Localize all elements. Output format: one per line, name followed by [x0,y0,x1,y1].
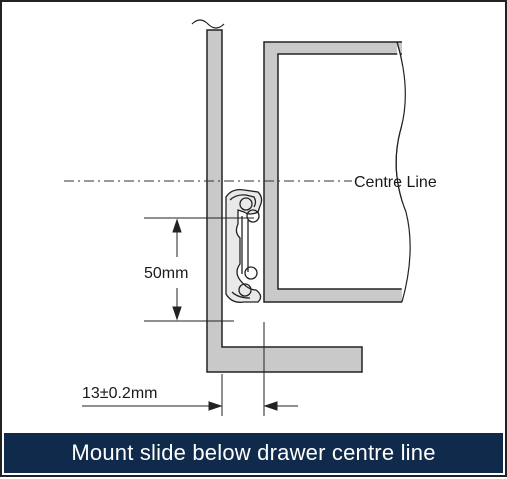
drawer-panel [263,41,408,303]
centre-line-label: Centre Line [354,174,437,191]
drawer-break-line [395,41,411,303]
cabinet-side-panel [206,29,363,373]
caption-text: Mount slide below drawer centre line [71,440,436,465]
drawer-break-mask [402,40,432,305]
height-dimension [144,217,254,322]
break-mark [191,19,225,29]
caption-bar: Mount slide below drawer centre line [4,433,503,473]
gap-dimension [82,322,298,416]
gap-label: 13±0.2mm [82,385,157,402]
slide-rail [225,189,263,303]
height-label: 50mm [144,265,188,282]
